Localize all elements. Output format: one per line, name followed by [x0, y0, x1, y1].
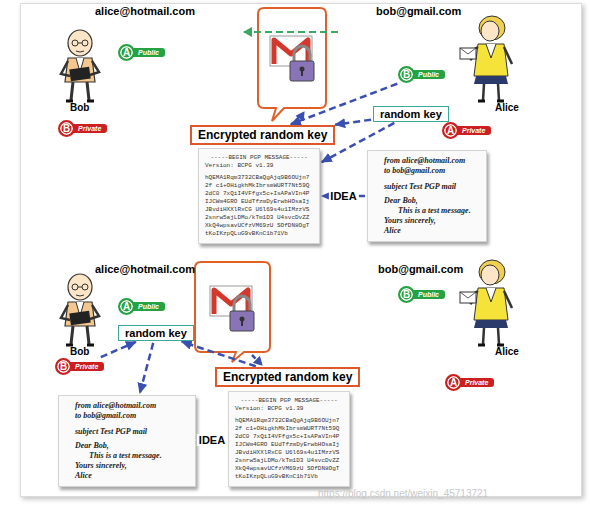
key-letter: B — [398, 286, 415, 303]
message-paper: from alice@hotmail.comto bob@gmail.com su… — [367, 150, 487, 242]
cipher-text: hQEMA1Rqm3732CBaQgAjq9B6OUjn72f c1+OHigk… — [235, 417, 343, 481]
key-word: Private — [459, 378, 494, 387]
letter-line: Yours sincerely, — [374, 216, 480, 226]
person-name: Bob — [70, 346, 89, 357]
key-icon: APublic — [118, 298, 165, 315]
letter-line: Dear Bob, — [65, 441, 189, 451]
letter-line: This is a test message. — [374, 206, 480, 216]
message-paper: -----BEGIN PGP MESSAGE-----Version: BCPG… — [198, 148, 320, 244]
box-text: Encrypted random key — [198, 128, 327, 142]
watermark: https://blog.csdn.net/weixin_45713721 — [318, 488, 488, 499]
box-text: random key — [380, 108, 442, 120]
cipher-text: -----BEGIN PGP MESSAGE----- — [235, 397, 343, 405]
key-letter: A — [442, 122, 459, 139]
dashed-arrow — [140, 343, 153, 393]
letter-line: Yours sincerely, — [65, 461, 189, 471]
email-label: bob@gmail.com — [378, 263, 463, 275]
cipher-text: -----BEGIN PGP MESSAGE----- — [205, 154, 313, 162]
key-word: Public — [132, 302, 165, 311]
key-icon: APrivate — [442, 122, 491, 139]
email-label: bob@gmail.com — [376, 5, 461, 17]
cipher-text: hQEMA1Rqm3732CBaQgAjq9B6OUjn72f c1+OHigk… — [205, 174, 313, 238]
letter-line: subject Test PGP mail — [65, 427, 189, 437]
letter-line: from alice@hotmail.com — [65, 401, 189, 411]
person-name: Alice — [495, 102, 519, 113]
key-letter: B — [58, 120, 75, 137]
label-box: random key — [118, 325, 194, 341]
label-box: Encrypted random key — [215, 367, 360, 387]
dashed-arrow — [335, 120, 371, 125]
key-letter: B — [55, 358, 72, 375]
message-paper: -----BEGIN PGP MESSAGE-----Version: BCPG… — [228, 391, 350, 487]
key-word: Public — [132, 48, 165, 57]
key-word: Private — [456, 126, 491, 135]
key-icon: APrivate — [445, 374, 494, 391]
key-word: Public — [412, 70, 445, 79]
letter-line: to bob@gmail.com — [65, 411, 189, 421]
key-word: Public — [412, 290, 445, 299]
letter-line: Alice — [374, 226, 480, 236]
key-icon: APublic — [118, 44, 165, 61]
label-box: random key — [373, 106, 449, 122]
person-name: Alice — [495, 346, 519, 357]
email-label: alice@hotmail.com — [95, 263, 195, 275]
key-word: Private — [69, 362, 104, 371]
key-icon: BPrivate — [55, 358, 104, 375]
letter-line: This is a test message. — [65, 451, 189, 461]
key-letter: B — [398, 66, 415, 83]
dashed-arrow — [182, 342, 256, 367]
edge-label: IDEA — [197, 434, 227, 446]
email-label: alice@hotmail.com — [95, 5, 195, 17]
letter-line: from alice@hotmail.com — [374, 156, 480, 166]
key-letter: A — [445, 374, 462, 391]
letter-line: Dear Bob, — [374, 196, 480, 206]
cipher-text: Version: BCPG v1.39 — [235, 405, 343, 413]
key-icon: BPublic — [398, 286, 445, 303]
label-box: Encrypted random key — [190, 125, 335, 145]
dashed-arrow — [101, 342, 136, 357]
key-icon: BPrivate — [58, 120, 107, 137]
person-name: Bob — [70, 102, 89, 113]
message-paper: from alice@hotmail.comto bob@gmail.com su… — [58, 395, 196, 487]
edge-label: IDEA — [328, 190, 358, 202]
letter-line: Alice — [65, 471, 189, 481]
box-text: random key — [125, 327, 187, 339]
letter-line: subject Test PGP mail — [374, 182, 480, 192]
key-letter: A — [118, 44, 135, 61]
key-letter: A — [118, 298, 135, 315]
box-text: Encrypted random key — [223, 370, 352, 384]
key-word: Private — [72, 124, 107, 133]
letter-line: to bob@gmail.com — [374, 166, 480, 176]
cipher-text: Version: BCPG v1.39 — [205, 162, 313, 170]
key-icon: BPublic — [398, 66, 445, 83]
